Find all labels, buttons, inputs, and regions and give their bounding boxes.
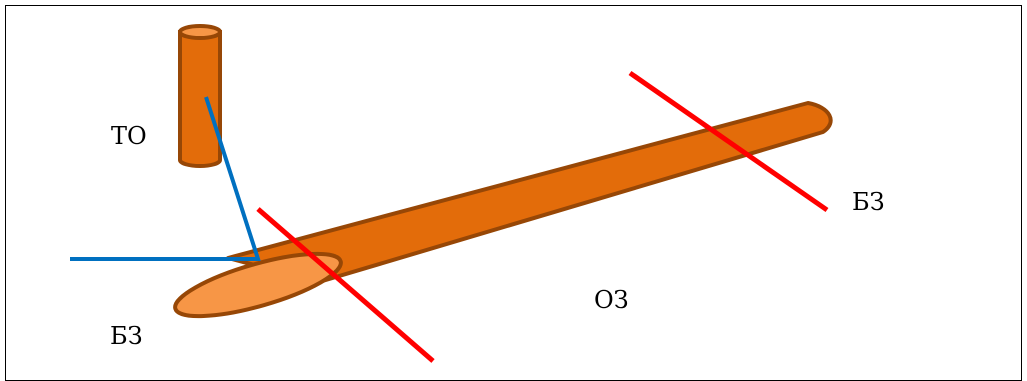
long-cylinder-body [226,101,833,284]
label-bz-left: БЗ [110,322,143,350]
vertical-cylinder [178,24,222,168]
label-bz-right: БЗ [852,188,885,216]
label-oz: ОЗ [594,286,629,314]
long-cylinder-opening [173,251,343,319]
long-cylinder [173,101,833,319]
red-line-right [628,70,829,213]
vertical-cylinder-body [178,30,222,168]
blue-angle-line [70,96,261,261]
red-line-left [256,207,435,363]
vertical-cylinder-top [178,24,222,40]
label-to: ТО [111,122,147,150]
